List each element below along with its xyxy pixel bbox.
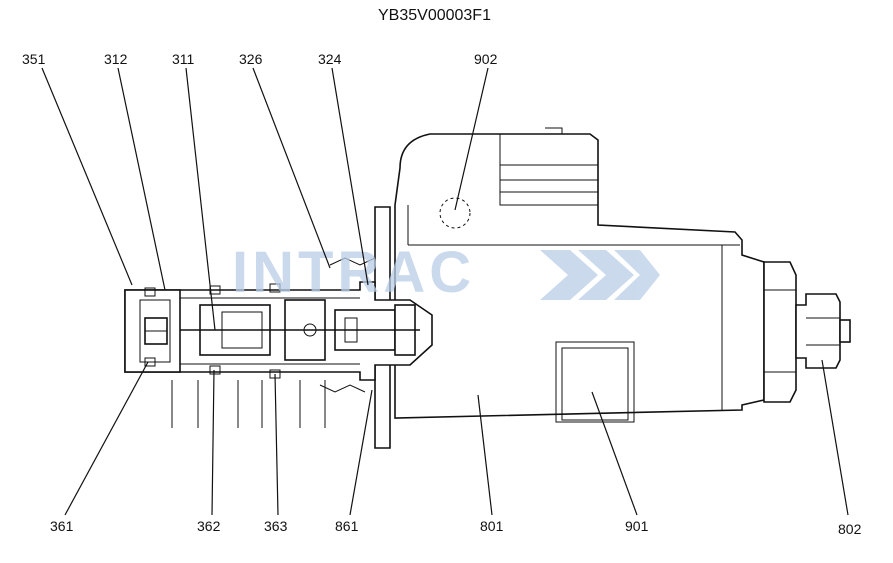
callout-902: 902 xyxy=(474,51,498,67)
callout-901: 901 xyxy=(625,518,649,534)
lock-nut-assembly xyxy=(763,261,851,403)
callout-361: 361 xyxy=(50,518,74,534)
cartridge-valve xyxy=(124,257,433,428)
callout-324: 324 xyxy=(318,51,342,67)
leader-lines xyxy=(41,67,849,516)
watermark-chevron-icon xyxy=(540,250,660,300)
watermark: INTRAC xyxy=(232,240,475,305)
callout-351: 351 xyxy=(22,51,46,67)
callout-326: 326 xyxy=(239,51,263,67)
callout-312: 312 xyxy=(104,51,128,67)
callout-861: 861 xyxy=(335,518,359,534)
drawing-code: YB35V00003F1 xyxy=(378,7,491,24)
callout-362: 362 xyxy=(197,518,221,534)
callout-311: 311 xyxy=(172,51,195,67)
callout-802: 802 xyxy=(838,521,862,537)
callout-363: 363 xyxy=(264,518,288,534)
callout-801: 801 xyxy=(480,518,504,534)
